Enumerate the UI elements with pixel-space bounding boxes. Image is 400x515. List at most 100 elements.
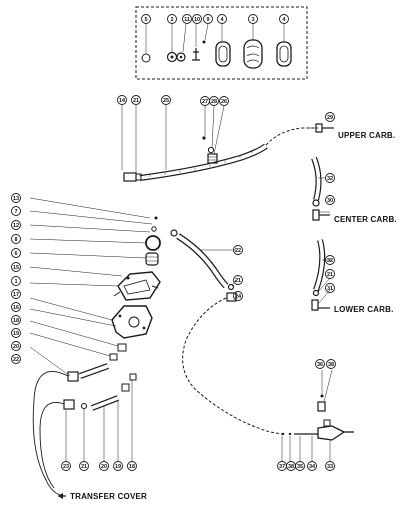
inset-parts xyxy=(141,23,292,69)
callout-36: 36 xyxy=(315,359,325,369)
hose-20-upper xyxy=(78,363,110,379)
arrow-transfer xyxy=(58,493,63,499)
callout-4a: 4 xyxy=(217,14,227,24)
callout-27: 27 xyxy=(200,96,210,106)
svg-text:30: 30 xyxy=(327,198,333,204)
callout-9: 9 xyxy=(203,14,213,24)
fitting-29 xyxy=(315,123,334,133)
fitting-24 xyxy=(226,292,237,302)
svg-text:26: 26 xyxy=(221,99,227,105)
label-center-carb: CENTER CARB. xyxy=(334,215,397,224)
svg-text:35: 35 xyxy=(297,464,303,470)
callout-15: 15 xyxy=(11,262,21,272)
line-transfer-b xyxy=(39,402,65,489)
fitting-30 xyxy=(312,209,330,221)
callout-26: 26 xyxy=(219,96,229,106)
svg-text:21: 21 xyxy=(81,464,87,470)
svg-text:18: 18 xyxy=(13,318,19,324)
callout-34: 34 xyxy=(307,461,317,471)
fitting-23 xyxy=(63,399,75,410)
callout-10: 10 xyxy=(192,14,202,24)
hose-32-lower xyxy=(313,239,326,292)
svg-text:8: 8 xyxy=(14,237,17,243)
svg-text:32: 32 xyxy=(327,258,333,264)
callout-2: 2 xyxy=(167,14,177,24)
fuel-pump xyxy=(109,216,161,361)
clamp-22 xyxy=(170,229,178,237)
callout-6: 6 xyxy=(11,248,21,258)
callout-21a: 21 xyxy=(131,95,141,105)
callout-38c: 38 xyxy=(286,461,296,471)
filter-assembly xyxy=(281,394,354,441)
svg-text:21: 21 xyxy=(327,272,333,278)
svg-text:12: 12 xyxy=(13,223,19,229)
svg-text:34: 34 xyxy=(309,464,316,470)
svg-text:24: 24 xyxy=(235,294,242,300)
leaders-bottom-right xyxy=(281,436,331,462)
fitting-14 xyxy=(123,172,142,182)
svg-text:17: 17 xyxy=(13,292,19,298)
callout-30: 30 xyxy=(325,195,335,205)
svg-text:4: 4 xyxy=(282,17,286,23)
svg-text:32: 32 xyxy=(327,176,333,182)
svg-text:10: 10 xyxy=(194,17,200,23)
callout-8: 8 xyxy=(11,234,21,244)
hose-22 xyxy=(176,233,229,289)
fitting-16b xyxy=(129,373,137,381)
svg-text:18: 18 xyxy=(129,464,135,470)
svg-text:27: 27 xyxy=(202,99,208,105)
svg-text:14: 14 xyxy=(119,98,126,104)
svg-text:9: 9 xyxy=(206,17,209,23)
clamp-21c xyxy=(227,283,235,291)
leaders-left xyxy=(29,197,153,377)
svg-text:21: 21 xyxy=(235,278,241,284)
callout-21b: 21 xyxy=(325,269,335,279)
callout-18: 18 xyxy=(11,315,21,325)
callout-32b: 32 xyxy=(325,255,335,265)
svg-text:5: 5 xyxy=(144,17,147,23)
callout-37: 37 xyxy=(277,461,287,471)
line-upper-carb xyxy=(265,127,318,146)
callout-7: 7 xyxy=(11,206,21,216)
svg-text:23: 23 xyxy=(63,464,69,470)
leaders-top xyxy=(121,105,167,174)
callout-22b: 22 xyxy=(11,354,21,364)
callout-20a: 20 xyxy=(11,341,21,351)
svg-text:28: 28 xyxy=(211,99,217,105)
svg-text:1: 1 xyxy=(14,279,17,285)
leaders-bottom-left xyxy=(65,380,133,462)
svg-text:11: 11 xyxy=(184,17,190,23)
svg-text:20: 20 xyxy=(13,344,19,350)
callout-23: 23 xyxy=(61,461,71,471)
fitting-31 xyxy=(311,299,330,311)
label-upper-carb: UPPER CARB. xyxy=(338,131,395,140)
callout-21c: 21 xyxy=(233,275,243,285)
svg-text:31: 31 xyxy=(327,286,333,292)
svg-text:13: 13 xyxy=(13,196,19,202)
callout-32a: 32 xyxy=(325,173,335,183)
callout-11: 11 xyxy=(182,14,192,24)
svg-text:2: 2 xyxy=(170,17,173,23)
svg-text:19: 19 xyxy=(13,331,19,337)
callout-19b: 19 xyxy=(113,461,123,471)
line-24-to-34 xyxy=(182,297,283,435)
callout-18b: 18 xyxy=(127,461,137,471)
clamp xyxy=(312,199,320,207)
label-transfer-cover: TRANSFER COVER xyxy=(70,492,147,501)
fitting-22b xyxy=(67,371,79,382)
svg-text:33: 33 xyxy=(327,464,333,470)
callout-29: 29 xyxy=(325,112,335,122)
callout-35: 35 xyxy=(295,461,305,471)
svg-text:7: 7 xyxy=(14,209,17,215)
callout-20b: 20 xyxy=(99,461,109,471)
callout-31: 31 xyxy=(325,283,335,293)
svg-text:25: 25 xyxy=(163,98,169,104)
svg-text:38: 38 xyxy=(328,362,334,368)
callout-22a: 22 xyxy=(233,245,243,255)
svg-text:16: 16 xyxy=(13,305,19,311)
callout-16: 16 xyxy=(11,302,21,312)
hose-25 xyxy=(139,143,268,181)
hose-32-upper xyxy=(311,156,322,201)
svg-text:38: 38 xyxy=(288,464,294,470)
